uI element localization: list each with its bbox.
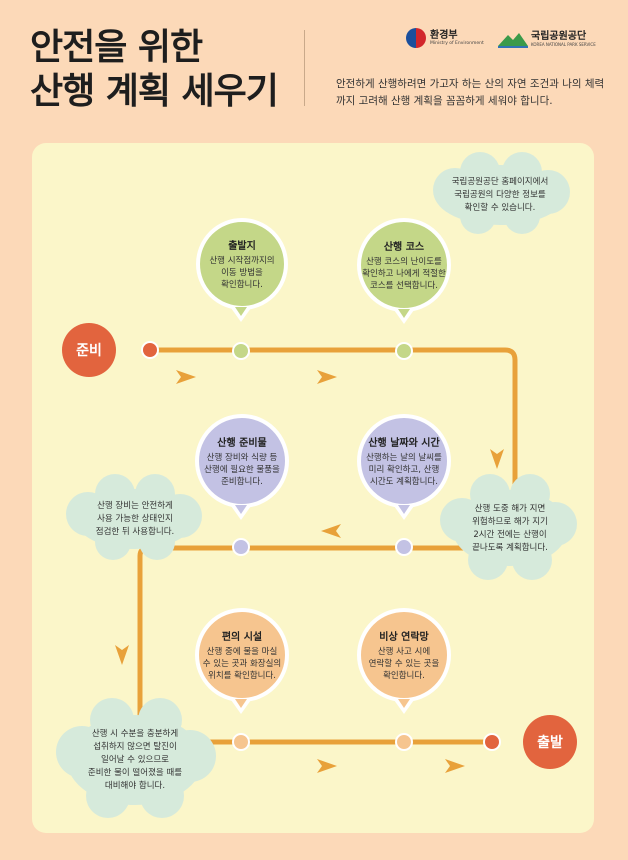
start-dot [141, 341, 159, 359]
end-label: 출발 [537, 735, 563, 751]
arrow-right-icon [176, 370, 196, 384]
pin-tail [394, 699, 414, 714]
page-title: 안전을 위한 산행 계획 세우기 [30, 26, 279, 114]
arrow-left-icon [321, 524, 341, 538]
start-label: 준비 [76, 343, 102, 359]
arrow-down-icon [490, 449, 504, 469]
step-title: 산행 준비물 [217, 438, 267, 449]
step-dot [395, 342, 413, 360]
cloud-note-shape [440, 474, 577, 580]
step-body: 산행 중에 물을 마실 수 있는 곳과 화장실의 위치를 확인합니다. [202, 647, 282, 681]
knps-logo-name: 국립공원공단 [531, 31, 587, 42]
step-departure: 출발지 산행 시작점까지의 이동 방법을 확인합니다. [196, 218, 288, 310]
header-divider [304, 30, 305, 106]
step-dot [395, 538, 413, 556]
note-sunset: 산행 도중 해가 지면 위험하므로 해가 지기 2시간 전에는 산행이 끝나도록… [472, 504, 548, 553]
step-date-time: 산행 날짜와 시간 산행하는 날의 날씨를 미리 확인하고, 산행 시간도 계획… [357, 414, 451, 508]
step-title: 출발지 [228, 241, 256, 252]
cloud-note-shape [66, 474, 202, 560]
step-course: 산행 코스 산행 코스의 난이도를 확인하고 나에게 적절한 코스를 선택합니다… [357, 218, 451, 312]
end-circle: 출발 [523, 715, 577, 769]
pin-tail [231, 699, 251, 714]
moe-logo-sub: Ministry of Environment [430, 41, 484, 46]
note-equipment: 산행 장비는 안전하게 사용 가능한 상태인지 점검한 뒤 사용합니다. [95, 501, 175, 537]
moe-logo-name: 환경부 [430, 30, 458, 41]
moe-logo: 환경부 Ministry of Environment [406, 28, 484, 48]
note-homepage: 국립공원공단 홈페이지에서 국립공원의 다양한 정보를 확인할 수 있습니다. [451, 177, 549, 213]
arrow-down-icon [115, 645, 129, 665]
step-facilities: 편의 시설 산행 중에 물을 마실 수 있는 곳과 화장실의 위치를 확인합니다… [195, 608, 289, 702]
step-title: 산행 코스 [383, 242, 425, 253]
title-line-1: 안전을 위한 [30, 27, 203, 68]
knps-logo-sub: KOREA NATIONAL PARK SERVICE [531, 42, 596, 47]
step-body: 산행 사고 시에 연락할 수 있는 곳을 확인합니다. [368, 647, 440, 681]
pin-tail [394, 505, 414, 520]
step-dot [232, 733, 250, 751]
step-title: 비상 연락망 [379, 632, 429, 643]
step-title: 산행 날짜와 시간 [368, 438, 440, 449]
step-title: 편의 시설 [221, 632, 263, 643]
step-body: 산행 장비와 식량 등 산행에 필요한 물품을 준비합니다. [204, 453, 280, 487]
arrow-right-icon [445, 759, 465, 773]
intro-description: 안전하게 산행하려면 가고자 하는 산의 자연 조건과 나의 체력 까지 고려해… [336, 78, 605, 107]
pin-tail [394, 309, 414, 324]
step-body: 산행 시작점까지의 이동 방법을 확인합니다. [209, 256, 275, 290]
cloud-note-shape [56, 698, 216, 818]
step-dot [232, 538, 250, 556]
arrow-right-icon [317, 370, 337, 384]
arrow-right-icon [317, 759, 337, 773]
pin-tail [231, 307, 251, 322]
start-circle: 준비 [62, 323, 116, 377]
step-dot [232, 342, 250, 360]
note-water: 산행 시 수분을 충분하게 섭취하지 않으면 탈진이 일어날 수 있으므로 준비… [87, 729, 183, 791]
step-body: 산행 코스의 난이도를 확인하고 나에게 적절한 코스를 선택합니다. [362, 257, 446, 291]
step-dot [395, 733, 413, 751]
step-body: 산행하는 날의 날씨를 미리 확인하고, 산행 시간도 계획합니다. [366, 453, 442, 487]
knps-logo: 국립공원공단 KOREA NATIONAL PARK SERVICE [498, 30, 596, 48]
mountain-icon [498, 33, 528, 48]
taegeuk-icon [406, 28, 426, 48]
end-dot [483, 733, 501, 751]
cloud-note-shape [433, 152, 570, 234]
step-emergency: 비상 연락망 산행 사고 시에 연락할 수 있는 곳을 확인합니다. [357, 608, 451, 702]
title-line-2: 산행 계획 세우기 [30, 71, 279, 112]
pin-tail [231, 505, 251, 520]
